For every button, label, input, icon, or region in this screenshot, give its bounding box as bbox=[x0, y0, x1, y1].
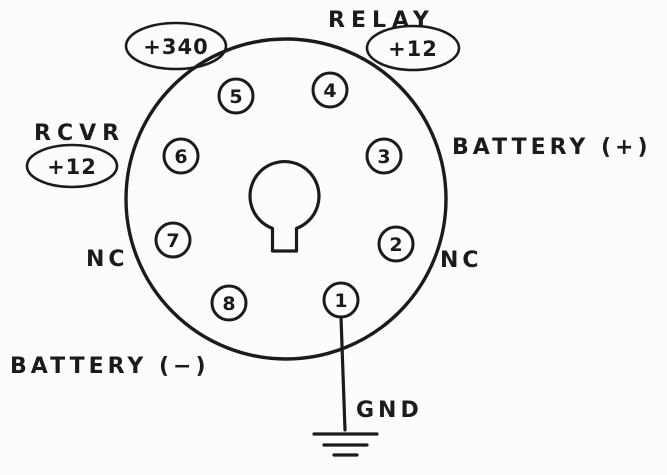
pin-5: 5 bbox=[217, 77, 255, 115]
socket-outline bbox=[124, 37, 448, 361]
pin-2-number: 2 bbox=[389, 234, 402, 256]
rcvr-voltage-callout: +12 bbox=[25, 143, 119, 189]
pin-8-number: 8 bbox=[222, 293, 235, 315]
pin-6-circle bbox=[162, 137, 200, 175]
pin-4: 4 bbox=[311, 71, 349, 109]
pin-7-circle bbox=[154, 221, 192, 259]
pin-7-number: 7 bbox=[166, 230, 179, 252]
pin-3-circle bbox=[365, 137, 403, 175]
pin-8-circle bbox=[210, 284, 248, 322]
ground-symbol-icon bbox=[312, 432, 379, 457]
ground-wire bbox=[339, 315, 347, 432]
plate-voltage-callout: +340 bbox=[124, 21, 228, 71]
pin-1-number: 1 bbox=[334, 290, 347, 312]
pin-4-circle bbox=[311, 71, 349, 109]
gnd-label: GND bbox=[356, 398, 423, 423]
keyway bbox=[248, 159, 321, 253]
pin-2-circle bbox=[377, 225, 415, 263]
rcvr-voltage-oval bbox=[25, 143, 119, 189]
pin-5-circle bbox=[217, 77, 255, 115]
pin-5-number: 5 bbox=[229, 86, 242, 108]
pin-4-number: 4 bbox=[323, 80, 336, 102]
battery-plus-label: BATTERY (+) bbox=[452, 135, 652, 160]
plate-voltage-oval bbox=[124, 21, 228, 71]
pin-3: 3 bbox=[365, 137, 403, 175]
rcvr-label: RCVR bbox=[34, 121, 125, 146]
relay-label: RELAY bbox=[328, 8, 435, 33]
pin-6: 6 bbox=[162, 137, 200, 175]
nc-right-label: NC bbox=[440, 248, 483, 273]
pin-7: 7 bbox=[154, 221, 192, 259]
nc-left-label: NC bbox=[86, 247, 129, 272]
pin-6-number: 6 bbox=[174, 146, 187, 168]
plate-voltage-label: +340 bbox=[143, 35, 208, 59]
pin-8: 8 bbox=[210, 284, 248, 322]
relay-voltage-label: +12 bbox=[388, 37, 438, 61]
pin-1: 1 bbox=[322, 281, 360, 319]
rcvr-voltage-label: +12 bbox=[47, 155, 97, 179]
relay-voltage-oval bbox=[365, 24, 461, 72]
pin-3-number: 3 bbox=[377, 146, 390, 168]
relay-voltage-callout: +12 bbox=[365, 24, 461, 72]
battery-minus-label: BATTERY (−) bbox=[10, 354, 210, 379]
pin-2: 2 bbox=[377, 225, 415, 263]
